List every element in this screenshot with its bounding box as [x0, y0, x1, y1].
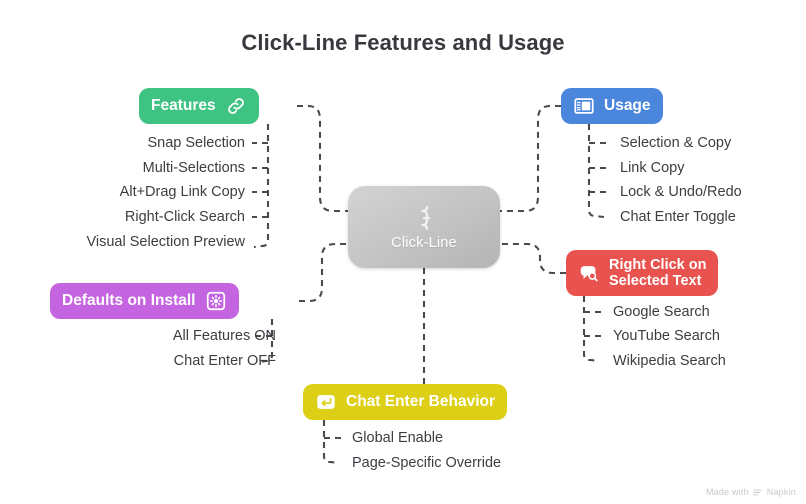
center-node-label: Click-Line: [391, 235, 457, 251]
text-cursor-icon: [411, 203, 437, 233]
leaf-item: Visual Selection Preview: [86, 234, 245, 250]
link-chain-icon: [225, 95, 247, 117]
leaf-item: Link Copy: [620, 160, 685, 176]
branch-node-features[interactable]: Features: [139, 88, 259, 124]
edge-rightclick-spine: [582, 296, 600, 363]
edge-chatenter-spine: [322, 420, 340, 465]
leaf-item: Google Search: [613, 304, 710, 320]
edge-usage-center: [500, 104, 561, 213]
watermark-brand: Napkin: [766, 487, 796, 497]
branch-node-chat-enter-behavior[interactable]: Chat Enter Behavior: [303, 384, 508, 420]
edge-usage-spine: [587, 124, 605, 219]
leaf-item: Selection & Copy: [620, 135, 732, 151]
leaf-item: Chat Enter Toggle: [620, 209, 736, 225]
layout-sidebar-icon: [573, 95, 595, 117]
leaf-item: Chat Enter OFF: [173, 353, 276, 369]
branch-label-rightclick-line2: Selected Text: [609, 273, 702, 289]
edge-features-spine: [253, 124, 270, 249]
leaf-item: Lock & Undo/Redo: [620, 184, 742, 200]
leaf-item: Multi-Selections: [142, 160, 245, 176]
branch-label-chatenter: Chat Enter Behavior: [346, 393, 496, 411]
leaf-item: Page-Specific Override: [352, 455, 502, 471]
edge-defaults-center: [299, 242, 348, 303]
speech-bubble-search-icon: [578, 262, 600, 284]
edge-rightclick-center: [500, 242, 566, 275]
napkin-logo-icon: [753, 488, 763, 497]
branch-label-defaults: Defaults on Install: [62, 292, 196, 310]
branch-label-rightclick-line1: Right Click on: [609, 256, 707, 273]
page-title: Click-Line Features and Usage: [241, 30, 565, 55]
branch-node-right-click-selected-text[interactable]: Right Click on Selected Text: [566, 250, 719, 296]
leaf-item: Alt+Drag Link Copy: [119, 184, 245, 200]
branch-label-usage: Usage: [604, 97, 651, 115]
center-node-click-line[interactable]: Click-Line: [348, 186, 500, 268]
branch-label-rightclick: Right Click on Selected Text: [609, 257, 706, 289]
leaf-item: YouTube Search: [613, 328, 720, 344]
watermark-text: Made with: [705, 487, 749, 497]
enter-key-icon: [315, 391, 337, 413]
leaf-item: Right-Click Search: [124, 209, 245, 225]
gear-box-icon: [205, 290, 227, 312]
watermark: Made with Napkin: [706, 487, 796, 497]
leaf-item: All Features ON: [172, 328, 276, 344]
branch-label-features: Features: [151, 97, 216, 115]
leaf-item: Wikipedia Search: [613, 353, 726, 369]
branch-node-usage[interactable]: Usage: [561, 88, 663, 124]
edge-features-center: [297, 104, 348, 213]
branch-node-defaults-on-install[interactable]: Defaults on Install: [50, 283, 239, 319]
leaf-item: Snap Selection: [147, 135, 245, 151]
leaf-item: Global Enable: [352, 430, 444, 446]
